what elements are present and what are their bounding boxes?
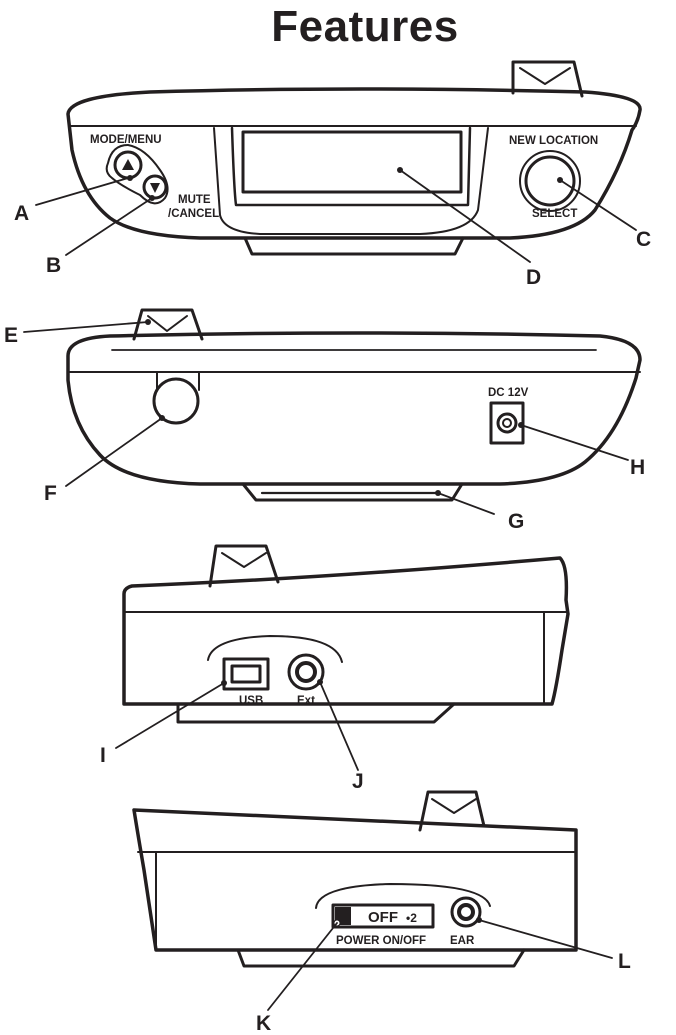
ext-jack	[287, 653, 325, 691]
power-switch	[331, 903, 435, 929]
top-button	[152, 377, 200, 425]
side-view-left: USB Ext	[115, 544, 570, 771]
mode-menu-label: MODE/MENU	[90, 134, 162, 146]
usb-port	[222, 657, 270, 691]
callout-i: I	[100, 744, 106, 767]
callout-k: K	[256, 1012, 271, 1035]
ext-label: Ext	[297, 695, 315, 707]
callout-a: A	[14, 202, 29, 225]
new-location-select-button	[524, 155, 576, 207]
display-bezel	[213, 127, 489, 235]
front-view: DC 12V	[23, 308, 642, 515]
callout-h: H	[630, 456, 645, 479]
side-view-left-body	[122, 556, 570, 706]
callout-b: B	[46, 254, 61, 277]
down-arrow-icon	[150, 183, 160, 193]
select-label: SELECT	[532, 208, 577, 220]
switch-positions-label: •2	[406, 911, 417, 925]
callout-e: E	[4, 324, 18, 347]
ear-jack	[450, 896, 482, 928]
side-view-right: OFF •2 POWER ON/OFF EAR	[132, 790, 613, 1011]
callout-l: L	[618, 950, 631, 973]
ear-label: EAR	[450, 935, 475, 947]
dc-12v-label: DC 12V	[488, 387, 529, 399]
side-view-right-body	[132, 808, 578, 952]
callout-j: J	[352, 770, 364, 793]
power-on-off-label: POWER ON/OFF	[336, 935, 426, 947]
cancel-label: /CANCEL	[168, 208, 219, 220]
switch-off-label: OFF	[368, 909, 398, 926]
up-arrow-icon	[122, 159, 134, 170]
mute-label: MUTE	[178, 194, 211, 206]
callout-c: C	[636, 228, 651, 251]
callout-f: F	[44, 482, 57, 505]
page-title: Features	[271, 2, 459, 51]
dc-jack	[489, 401, 525, 445]
top-view: MODE/MENU MUTE /CANCEL NEW LOCATION SELE…	[35, 60, 642, 263]
front-view-body	[66, 331, 642, 486]
callout-g: G	[508, 510, 524, 533]
lcd-display	[241, 130, 463, 194]
usb-label: USB	[239, 695, 263, 707]
new-location-label: NEW LOCATION	[509, 135, 598, 147]
callout-d: D	[526, 266, 541, 289]
callout-letters: A B C D E F G H I J K L	[4, 202, 651, 1035]
